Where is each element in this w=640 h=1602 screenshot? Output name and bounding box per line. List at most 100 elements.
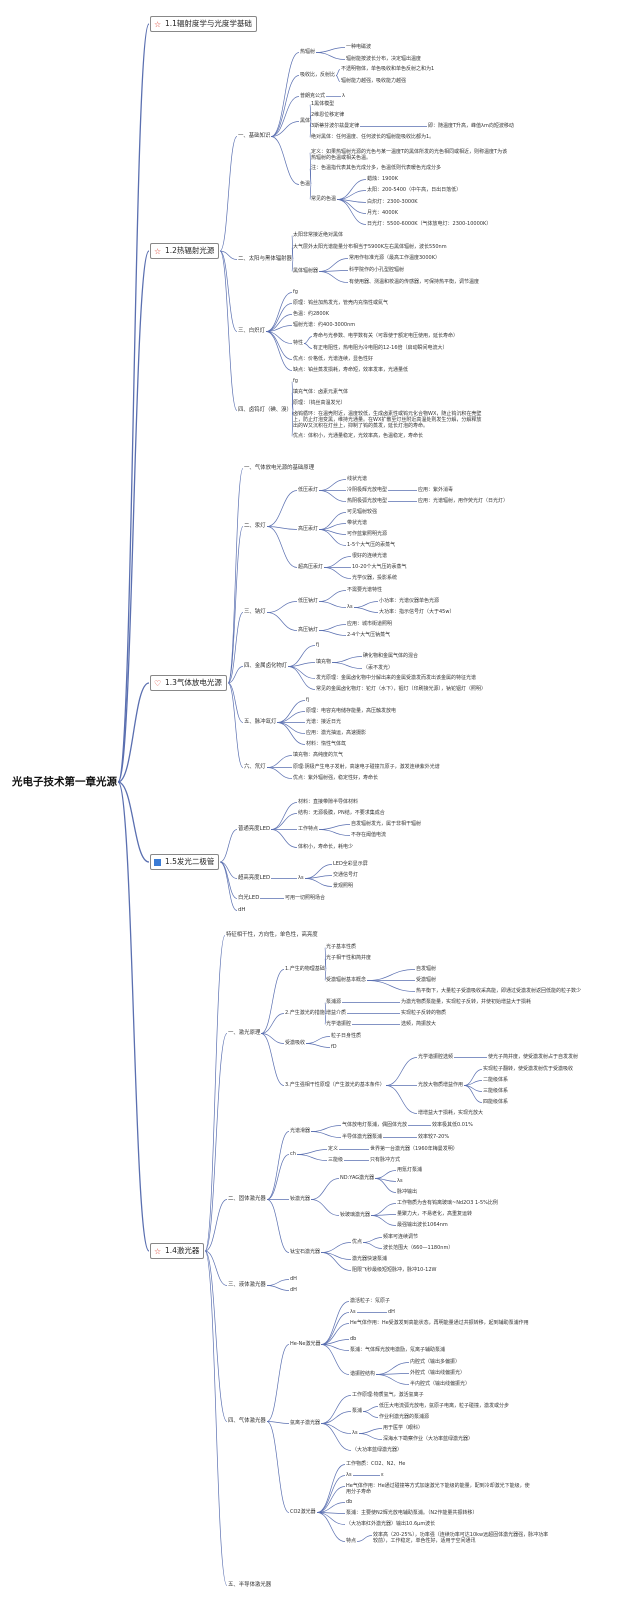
node-d-4a: He-Ne激光器 [290, 1341, 320, 1347]
node-a-4: 四、卤钨灯（碘、溴） [238, 407, 292, 413]
node-text: 光学谐振腔 [326, 1021, 352, 1027]
node-text: 科学院作的小孔型腔辐射 [349, 267, 405, 273]
node-a-4b: 填充气体：卤素元素气体 [293, 389, 348, 395]
node-b-2a-3a: 应用：光谱辐射，用作荧光灯（日光灯） [418, 498, 508, 504]
connector-d-4 [204, 1250, 228, 1422]
connector-d-1b-3 [324, 1013, 327, 1025]
node-text: 结构：无源极膜，PN结，不要求集成合 [298, 810, 385, 816]
node-text: 有使用器、测温和校温的传感器，可保持热平衡，调节温度 [349, 279, 480, 285]
node-text: 可用一切照明场合 [285, 895, 326, 901]
node-text: 1.4激光器 [165, 1246, 200, 1255]
node-text: 绝对黑体：任何温度、任何波长的辐射能吸收比都为1。 [311, 134, 435, 140]
connector-d-2a [266, 1131, 290, 1200]
node-text: 2维恩位移定律 [311, 112, 345, 118]
node-d-3b: dH [290, 1287, 297, 1293]
node-text: 气体放电灯泵浦，偶固体光放 [342, 1122, 408, 1128]
connector-d-4c-7a [356, 1535, 373, 1542]
node-a-1e-3a: 蜡烛：1900K [367, 176, 398, 182]
node-b-3a-2b: 大功率：指示信号灯（大于45w） [379, 609, 454, 615]
node-text: CO2激光器 [290, 1509, 316, 1515]
node-a-1c: 普朗克公式 [300, 93, 325, 99]
node-text: 小功率：光谱仪器单色光源 [379, 598, 440, 604]
node-a-1e-2: 注：色温指代表其色光成分多，色温低则代表暖色光成分多 [311, 165, 441, 171]
connector-d-4c-1 [316, 1464, 346, 1513]
connector-a-3b [265, 303, 293, 332]
node-text: 光谱：接近日光 [306, 719, 342, 725]
node-text: 不需要光谱特性 [347, 587, 383, 593]
node-text: 二、太阳与黑体辐射器 [238, 256, 292, 262]
node-c-2a: λs [298, 875, 304, 881]
node-d-1c: 受激吸收 [285, 1040, 305, 1046]
node-text: 超高亮度LED [238, 875, 271, 881]
node-a-4d: 卤钨循环：在温壳附近，温度较低，生成卤素性或钨元化合物WX，随止钨沉积在壳壁上，… [293, 411, 483, 429]
node-text: 六、氘灯 [244, 764, 266, 770]
connector-d-1a-2 [324, 958, 327, 970]
node-text: （大功率蓝绿激光器） [352, 1447, 403, 1453]
node-text: （大功率红外激光器）输出10.6μm波长 [346, 1521, 436, 1527]
node-text: 1.1辐射度学与光度学基础 [165, 19, 252, 28]
node-text: 五、脉冲氙灯 [244, 719, 277, 725]
connector-b-2a-3 [318, 490, 347, 502]
node-text: 内腔式（输出多偏振） [410, 1359, 461, 1365]
node-d-1c-2: fD [331, 1044, 337, 1050]
connector-d-4a-3 [320, 1323, 350, 1345]
node-a-3f: 优点：价格低，光谱连续，显色性好 [293, 356, 373, 362]
node-d-2a-2: 半导体激光器泵浦 [342, 1134, 382, 1140]
connector-a-1d-4 [309, 121, 312, 138]
node-b-5b: 原理：电容充电储存能量，高压触发放电 [306, 708, 396, 714]
node-text: 吸收比，反射比 [300, 72, 336, 78]
node-b-5a: fj [306, 697, 309, 703]
node-text: 常见的色温 [311, 196, 337, 202]
node-text: fj [306, 697, 310, 703]
node-d-2d-2: 激光器快速泵浦 [352, 1256, 387, 1262]
node-text: 即：随温度T升高，峰值λm向短波移动 [428, 123, 514, 129]
node-d-2b-1: 定义 [328, 1146, 338, 1152]
node-text: 四能级体系 [483, 1099, 509, 1105]
connector-b-5a [276, 700, 306, 723]
connector-d-4c-7 [316, 1512, 346, 1542]
node-d-2d-1b: 波长范围大（660—1180nm） [383, 1245, 453, 1251]
node-b-3b-1: 应用：城市街道照明 [347, 621, 392, 627]
node-text: 热平衡下，大量粒子受激吸收采高能，即通过受激发射返回低能的粒子数少 [416, 988, 582, 994]
node-d-4a-6a: 内腔式（输出多偏振） [410, 1359, 460, 1365]
node-b-3b: 高压钠灯 [298, 627, 318, 633]
node-a-2b: 大气层外太阳光谱能量分布相当于5900K左右黑体辐射，波长550nm [293, 244, 447, 250]
node-text: 氩离子激光器 [290, 1420, 321, 1426]
connector-d-3 [204, 1250, 228, 1286]
node-c-4: dH [238, 907, 245, 913]
node-text: 优点：紫外辐射强，稳定性好，寿命长 [293, 775, 379, 781]
node-text: λs [347, 604, 353, 610]
node-d-2c: 钕激光器 [290, 1196, 310, 1202]
connector-t-12 [117, 250, 150, 783]
node-b-2a-1: 线状光谱 [347, 476, 367, 482]
node-text: 光学谐振腔选频 [418, 1054, 454, 1060]
node-text: 不透明物体，单色吸收和单色反射之和为1 [341, 66, 435, 72]
node-d-2b-1a: 世界第一台激光器（1960年梅曼发明） [370, 1146, 458, 1152]
node-text: （汞不发光） [363, 665, 394, 671]
node-d-1a-3b: 受激辐射 [416, 977, 436, 983]
connector-t-15 [117, 781, 150, 863]
connector-d-4c [266, 1421, 290, 1513]
node-d-1d-2b: 二能级体系 [483, 1077, 508, 1083]
node-a-3e-2: 有正电阻性，热电阻为冷电阻的12-16倍（启动瞬间电流大） [313, 345, 448, 351]
node-d-4b: 氩离子激光器 [290, 1420, 320, 1426]
node-d-1a-3: 受激辐射基本概念 [326, 977, 366, 983]
node-text: 原理:阴极产生电子发射，高速电子碰撞氘原子，激发连续紫外光谱 [293, 764, 440, 770]
node-a-1b-2: 辐射能力越强，吸收能力越强 [341, 78, 406, 84]
node-a-3: 三、白炽灯 [238, 328, 265, 334]
connector-b-3a-2 [318, 601, 347, 608]
node-d-1d-2c: 三能级体系 [483, 1088, 508, 1094]
node-d-4c-7: 特点 [346, 1538, 356, 1544]
connector-d-2b [266, 1154, 290, 1200]
node-b-2b-3: 可作蓝紫照明光源 [347, 531, 387, 537]
node-text: He气体作用：He通过碰撞等方式加速激光下能级的能量，配到冷却激光下能级，使用分… [346, 1483, 530, 1495]
connector-d-4b-1 [320, 1395, 352, 1424]
node-d-2c-2b: 量聚力大，不易老化，高重复运转 [397, 1211, 472, 1217]
node-b-6a: 填充物：高纯度的氘气 [293, 752, 343, 758]
topic-t-12: ☆1.2热辐射光源 [150, 243, 220, 259]
node-d-2d-1: 优点 [352, 1239, 362, 1245]
node-text: 半内腔式（输出线偏振光） [410, 1381, 471, 1387]
node-a-2c-1: 常用作标准光源（最高工作温度3000K） [349, 255, 440, 261]
node-d-4b-4: （大功率蓝绿激光器） [352, 1447, 402, 1453]
connector-d-1d-2d [463, 1085, 483, 1103]
